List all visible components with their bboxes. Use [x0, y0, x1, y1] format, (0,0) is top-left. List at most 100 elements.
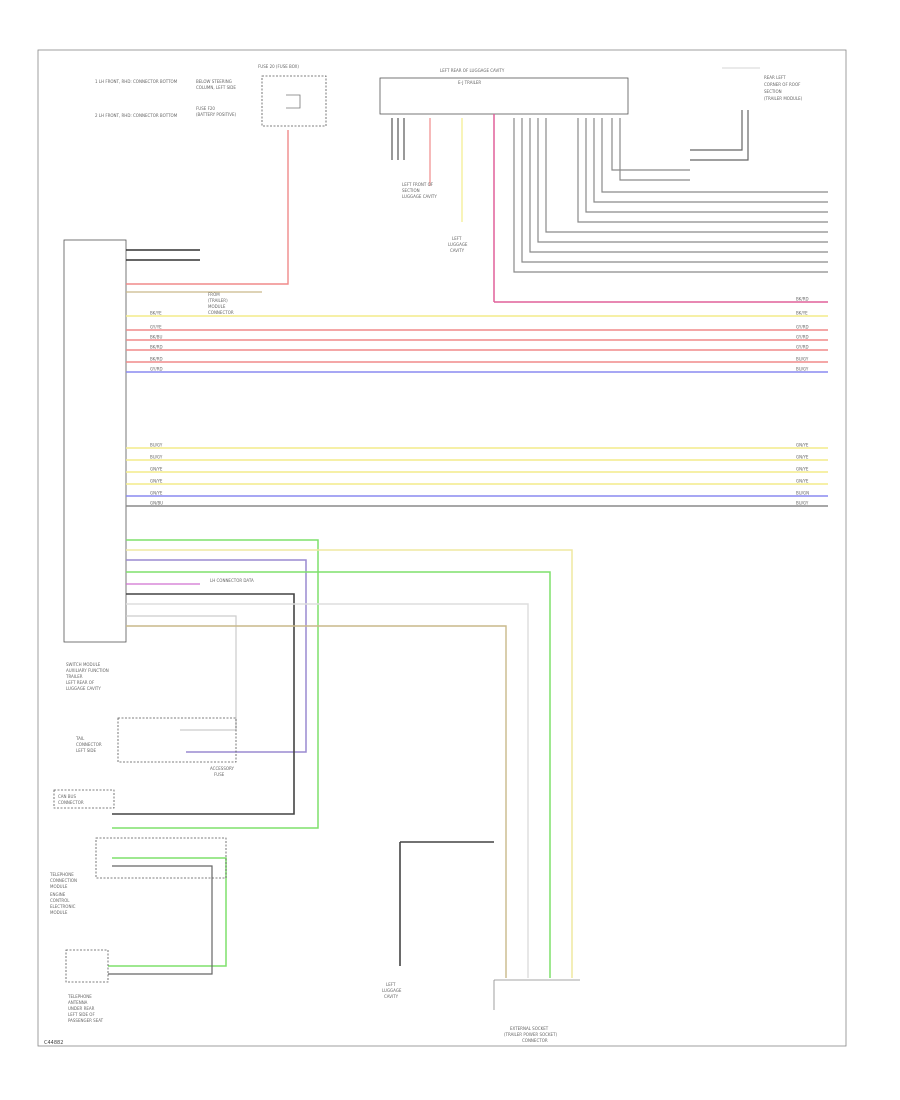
left-wire-label: BU/GY [150, 455, 163, 460]
can-bus-connector: CAN BUS CONNECTOR [53, 789, 115, 809]
left-rear-unit-title: LEFT REAR OF LUGGAGE CAVITY [440, 68, 505, 73]
right-wire-label: GY/RD [796, 325, 809, 330]
right-rear-label: REAR LEFT CORNER OF ROOF SECTION (TRAILE… [722, 67, 803, 101]
left-wire-label: GY/YE [150, 325, 162, 330]
right-wire-label: BU/GY [796, 367, 809, 372]
grey-wire [593, 118, 828, 203]
left-module-line-2: AUXILIARY FUNCTION [66, 668, 109, 673]
grey-wire [521, 118, 828, 263]
note-2: 2 LH FRONT, RHD: CONNECTOR BOTTOM [95, 113, 178, 118]
left-module-line-3: TRAILER [65, 674, 83, 679]
yellow-wire [126, 549, 573, 978]
grey-wire [601, 118, 828, 193]
right-conn-line-2: (TRAILER) [208, 298, 228, 303]
engine-line-2: CONTROL [50, 898, 70, 903]
ground-bottom-line-3: CAVITY [384, 994, 399, 999]
left-module-line-4: LEFT REAR OF [66, 680, 95, 685]
right-rear-line-2: CORNER OF ROOF [764, 82, 801, 87]
can-bus-line-2: CONNECTOR [58, 800, 84, 805]
white-wire [126, 603, 529, 978]
right-conn-sub: LH CONNECTOR DATA [210, 578, 254, 583]
ground-mid-line-2: LUGGAGE [448, 242, 468, 247]
right-conn-line-3: MODULE [208, 304, 226, 309]
right-wire-label: BU/GY [796, 501, 809, 506]
grey-wire [585, 118, 828, 213]
dark-wire [112, 593, 295, 815]
right-rear-line-3: SECTION [764, 89, 782, 94]
antenna-line-3: UNDER REAR [68, 1006, 95, 1011]
fuse-box-title: FUSE 20 (FUSE BOX) [258, 64, 299, 69]
telephone-line-3: MODULE [50, 884, 68, 889]
socket-line-1: EXTERNAL SOCKET [510, 1026, 549, 1031]
ground-bottom-line-1: LEFT [386, 982, 396, 987]
tail-conn-line-3: LEFT SIDE [76, 748, 97, 753]
right-wire-label: BK/RD [796, 297, 809, 302]
tail-conn-line-1: TAIL [75, 736, 85, 741]
left-module-line-1: SWITCH MODULE [66, 662, 101, 667]
grey-branch [690, 110, 743, 151]
right-wire-label: GY/RD [796, 345, 809, 350]
ground-mid-line-1: LEFT [452, 236, 462, 241]
light-grey-wire [126, 615, 237, 731]
telephone-line-1: TELEPHONE [49, 872, 74, 877]
grey-wire [577, 118, 828, 223]
right-conn: FROM (TRAILER) MODULE CONNECTOR LH CONNE… [208, 292, 254, 583]
left-wire-label: GN/BU [150, 501, 163, 506]
left-module: SWITCH MODULE AUXILIARY FUNCTION TRAILER… [63, 239, 127, 691]
right-conn-line-1: FROM [208, 292, 220, 297]
red-fuse-wire [126, 130, 289, 285]
left-wire-label: BK/RD [150, 357, 163, 362]
ground-top-left: LEFT FRONT OF SECTION LUGGAGE CAVITY [402, 182, 437, 199]
antenna-line-4: LEFT SIDE OF [68, 1012, 95, 1017]
green-long-wire [126, 571, 551, 978]
accessory-line-1: ACCESSORY [210, 766, 235, 771]
grey-branch [611, 118, 690, 171]
fuse-box-line-2: COLUMN, LEFT SIDE [196, 85, 236, 90]
wires: BK/RD BK/YE BK/YE GY/RD GY/YE GY/RD BK/BU GY/RD… [108, 110, 828, 978]
page-code: C44882 [44, 1040, 63, 1046]
right-wire-label: GN/YE [796, 467, 809, 472]
grey-wire [513, 118, 828, 273]
tail-conn-line-2: CONNECTOR [76, 742, 102, 747]
right-wire-label: GN/YE [796, 443, 809, 448]
right-wire-label: BU/GY [796, 357, 809, 362]
lavender-wire [126, 559, 307, 753]
left-wire-label: GN/YE [150, 491, 163, 496]
antenna-green-wire [108, 857, 227, 967]
grey-wire [537, 118, 828, 243]
engine-line-1: ENGINE [50, 892, 66, 897]
left-wire-label: BU/GY [150, 443, 163, 448]
left-wire-label: BK/RD [150, 345, 163, 350]
telephone-antenna: TELEPHONE ANTENNA UNDER REAR LEFT SIDE O… [65, 949, 109, 1023]
antenna-line-2: ANTENNA [68, 1000, 88, 1005]
ground-mid-line-3: CAVITY [450, 248, 465, 253]
right-wire-label: BU/GN [796, 491, 809, 496]
green-wire [112, 539, 319, 829]
top-left-notes: 1 LH FRONT, RHD: CONNECTOR BOTTOM 2 LH F… [95, 79, 178, 118]
right-wire-label: BK/YE [796, 311, 808, 316]
accessory-line-2: FUSE [214, 772, 225, 777]
power-line-2: SECTION [402, 188, 420, 193]
right-rear-line-4: (TRAILER MODULE) [764, 96, 803, 101]
external-socket: EXTERNAL SOCKET (TRAILER POWER SOCKET) C… [493, 979, 580, 1043]
antenna-line-1: TELEPHONE [67, 994, 92, 999]
ground-bottom: LEFT LUGGAGE CAVITY [382, 982, 402, 999]
socket-line-2: (TRAILER POWER SOCKET) [504, 1032, 558, 1037]
fuse-box-line-4: (BATTERY POSITIVE) [196, 112, 236, 117]
grey-branch [690, 110, 749, 161]
grey-wire [529, 118, 828, 253]
telephone-line-2: CONNECTION [50, 878, 77, 883]
diagram-frame [37, 49, 847, 1047]
right-wire-label: GN/YE [796, 479, 809, 484]
grey-branch [619, 118, 690, 181]
left-wire-label: BK/YE [150, 311, 162, 316]
right-rear-line-1: REAR LEFT [764, 75, 786, 80]
telephone-module: TELEPHONE CONNECTION MODULE ENGINE CONTR… [49, 837, 227, 915]
power-line-1: LEFT FRONT OF [402, 182, 434, 187]
left-wire-label: BK/BU [150, 335, 162, 340]
grey-wire [545, 118, 828, 233]
fuse-box-line-3: FUSE F20 [196, 106, 215, 111]
right-wire-label: GY/RD [796, 335, 809, 340]
can-bus-line-1: CAN BUS [58, 794, 76, 799]
